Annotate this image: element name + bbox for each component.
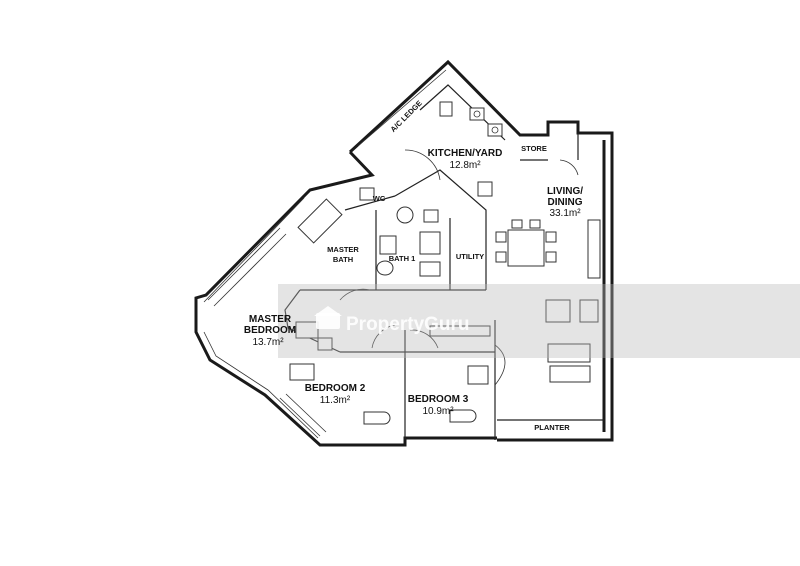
utility-label: UTILITY (456, 252, 484, 261)
wc-label: WC (373, 194, 386, 203)
bedroom3-label: BEDROOM 3 (408, 394, 469, 405)
bedroom2-label: BEDROOM 2 (305, 383, 366, 394)
bath1-label: BATH 1 (389, 254, 416, 263)
kitchen-fixtures (419, 84, 506, 197)
bedroom3-area: 10.9m² (422, 406, 454, 417)
store-label: STORE (521, 144, 547, 153)
master-bedroom-label-line1: MASTER (249, 314, 292, 325)
living-dining-furniture (495, 219, 601, 383)
kitchen-area: 12.8m² (449, 160, 481, 171)
master-bedroom-area: 13.7m² (252, 337, 284, 348)
room-labels: A/C LEDGE KITCHEN/YARD 12.8m² STORE LIVI… (244, 99, 583, 432)
master-bath-label-line1: MASTER (327, 245, 359, 254)
planter-label: PLANTER (534, 423, 570, 432)
watermark-text: PropertyGuru (346, 314, 470, 335)
interior-walls (284, 133, 604, 440)
bath-fixtures (297, 187, 441, 277)
outer-walls (194, 59, 614, 447)
watermark: PropertyGuru (278, 284, 800, 358)
kitchen-label: KITCHEN/YARD (428, 148, 503, 159)
living-label-line1: LIVING/ (547, 186, 583, 197)
master-bedroom-furniture (207, 227, 333, 351)
living-label-line2: DINING (548, 197, 583, 208)
bedroom-furniture (279, 325, 506, 437)
master-bedroom-label-line2: BEDROOM (244, 325, 296, 336)
bedroom2-area: 11.3m² (320, 395, 351, 406)
watermark-logo-icon (314, 306, 342, 329)
living-area: 33.1m² (549, 208, 581, 219)
master-bath-label-line2: BATH (333, 255, 353, 264)
